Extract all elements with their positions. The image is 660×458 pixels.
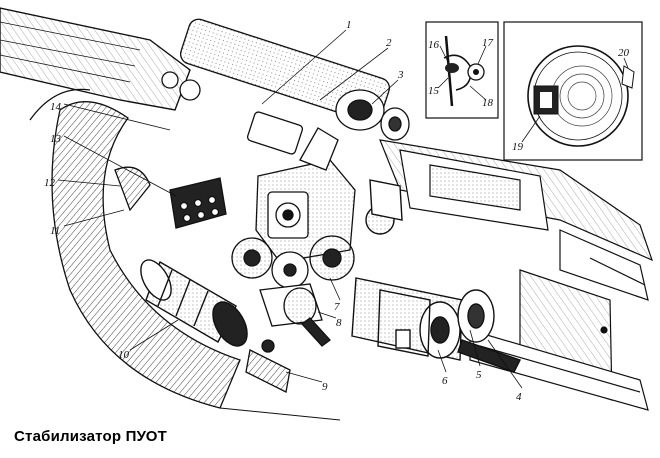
inset-linkage — [425, 21, 499, 119]
callout-18: 18 — [482, 97, 494, 109]
callout-14: 14 — [50, 101, 62, 113]
handwheel-cluster — [231, 235, 355, 347]
callout-7: 7 — [334, 301, 340, 313]
callout-6: 6 — [442, 375, 448, 387]
figure-caption: Стабилизатор ПУОТ — [14, 428, 167, 445]
turret-armour — [29, 88, 341, 421]
callout-1: 1 — [346, 19, 352, 31]
right-rail — [379, 139, 654, 301]
callout-10: 10 — [118, 349, 130, 361]
callout-13: 13 — [50, 133, 62, 145]
control-box — [114, 166, 227, 229]
callout-20: 20 — [618, 47, 630, 59]
gun-barrel — [0, 7, 191, 111]
callout-2: 2 — [386, 37, 392, 49]
lever-9 — [245, 339, 291, 393]
callout-3: 3 — [397, 69, 404, 81]
lower-cylinders — [351, 179, 521, 373]
callout-15: 15 — [428, 85, 440, 97]
left-cylinder — [140, 259, 248, 347]
callout-9: 9 — [322, 381, 328, 393]
callout-19: 19 — [512, 141, 524, 153]
callout-8: 8 — [336, 317, 342, 329]
callout-11: 11 — [50, 225, 60, 237]
callout-17: 17 — [482, 37, 494, 49]
callout-16: 16 — [428, 39, 440, 51]
callout-12: 12 — [44, 177, 56, 189]
leader-lines — [57, 29, 629, 389]
callout-4: 4 — [516, 391, 522, 403]
callout-5: 5 — [476, 369, 482, 381]
callout-labels: 1 2 3 4 5 6 7 8 9 10 11 12 13 14 15 16 1… — [44, 19, 630, 403]
inset-round-sight — [503, 21, 643, 161]
upper-cylinder-assembly — [161, 18, 410, 155]
